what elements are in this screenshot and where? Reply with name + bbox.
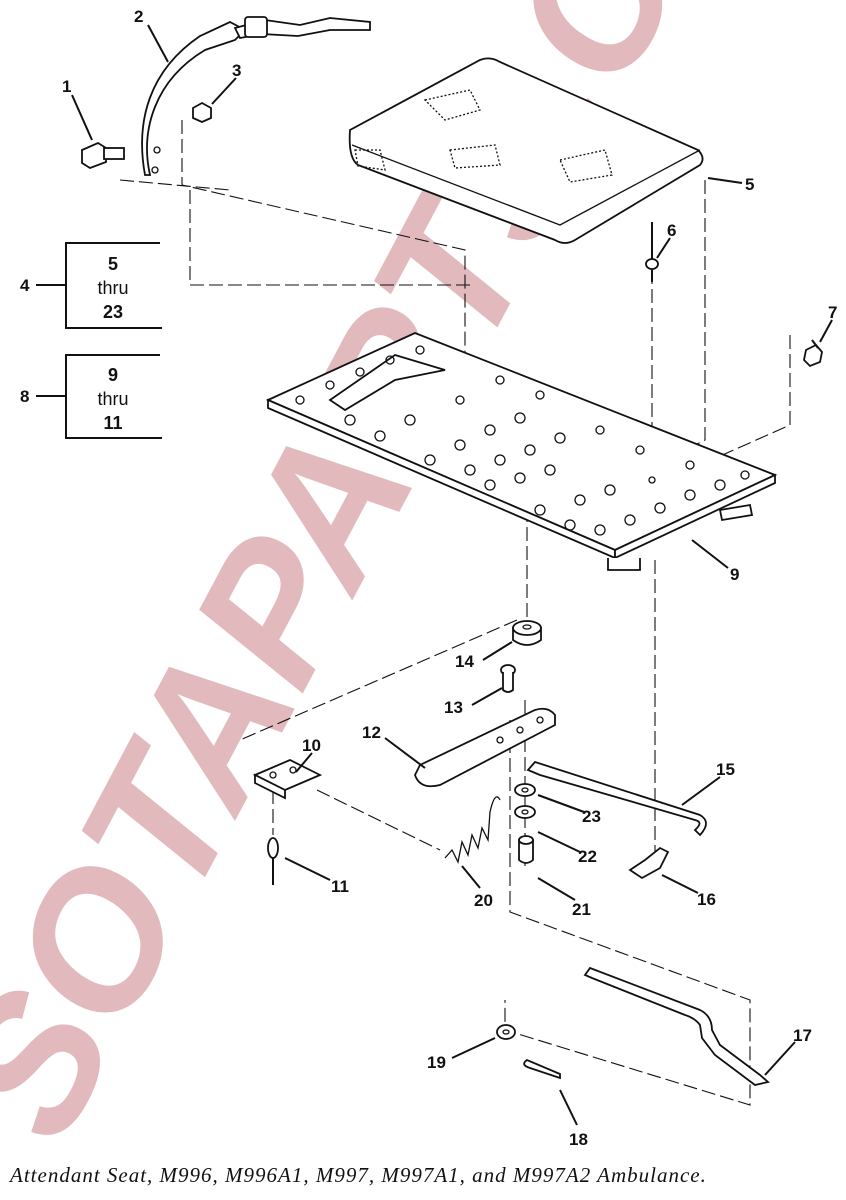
screw xyxy=(803,339,823,368)
leader-lines xyxy=(71,24,833,1126)
callout-14: 14 xyxy=(455,652,474,671)
callout-numbers: 1 2 3 5 6 7 9 10 11 12 13 14 15 16 17 18… xyxy=(62,7,837,1149)
callout-23: 23 xyxy=(582,807,601,826)
bolt xyxy=(81,141,125,169)
callout-12: 12 xyxy=(362,723,381,742)
cotter-pin xyxy=(523,1058,561,1080)
callout-13: 13 xyxy=(444,698,463,717)
callout-8: 8 xyxy=(20,387,29,406)
group-thru: thru xyxy=(97,389,128,409)
actuating-rod xyxy=(583,966,770,1086)
callout-3: 3 xyxy=(232,61,241,80)
callout-16: 16 xyxy=(697,890,716,909)
seat-cushion xyxy=(348,57,704,244)
callout-17: 17 xyxy=(793,1026,812,1045)
seat-base-plate xyxy=(265,332,778,571)
callout-11: 11 xyxy=(331,877,349,896)
group-bracket-8: 8 9 thru 11 xyxy=(20,354,162,439)
group-end: 11 xyxy=(103,413,122,433)
callout-22: 22 xyxy=(578,847,597,866)
callout-19: 19 xyxy=(427,1053,446,1072)
clip xyxy=(628,846,670,880)
group-start: 5 xyxy=(108,254,118,274)
cap-screw xyxy=(518,835,534,864)
stud xyxy=(645,222,659,282)
callout-20: 20 xyxy=(474,891,493,910)
callout-5: 5 xyxy=(745,175,754,194)
release-lever xyxy=(414,707,556,788)
mounting-bracket xyxy=(252,759,323,800)
link-rod xyxy=(526,760,707,837)
callout-9: 9 xyxy=(730,565,739,584)
group-thru: thru xyxy=(97,278,128,298)
callout-10: 10 xyxy=(302,736,321,755)
callout-15: 15 xyxy=(716,760,735,779)
washer xyxy=(496,1024,516,1040)
callout-21: 21 xyxy=(572,900,591,919)
figure-caption: Attendant Seat, M996, M996A1, M997, M997… xyxy=(10,1163,707,1187)
callout-2: 2 xyxy=(134,7,143,26)
group-start: 9 xyxy=(108,365,118,385)
callout-6: 6 xyxy=(667,221,676,240)
tension-spring xyxy=(444,796,501,864)
callout-7: 7 xyxy=(828,303,837,322)
plate-holes xyxy=(295,345,750,536)
callout-18: 18 xyxy=(569,1130,588,1149)
nut xyxy=(192,101,212,123)
group-end: 23 xyxy=(103,302,123,322)
callout-4: 4 xyxy=(20,276,30,295)
callout-1: 1 xyxy=(62,77,71,96)
group-bracket-4: 4 5 thru 23 xyxy=(20,242,162,329)
washers xyxy=(514,783,536,819)
bushing xyxy=(512,620,542,646)
bracket-stud xyxy=(267,837,279,885)
seat-belt-strap xyxy=(141,16,371,176)
pin xyxy=(500,664,516,693)
